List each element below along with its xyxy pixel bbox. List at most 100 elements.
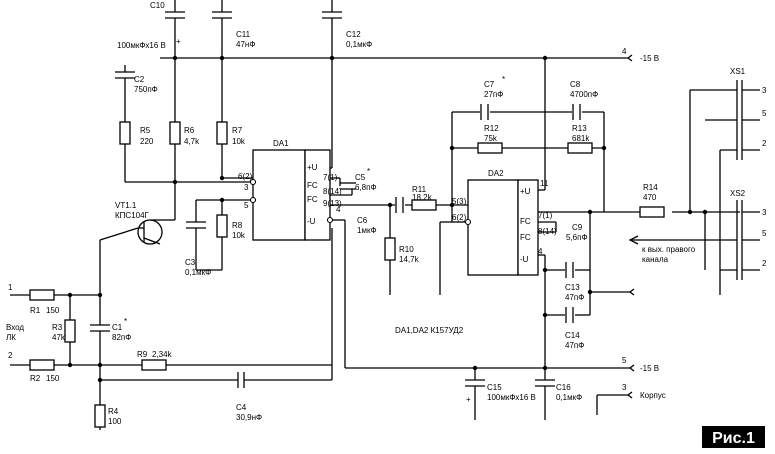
c1-mark: *	[124, 317, 127, 326]
c15-polarity: +	[466, 395, 471, 404]
da2-plus-u: +U	[520, 187, 531, 196]
top-rail-pin: 4	[622, 47, 627, 56]
r2-ref: R2	[30, 374, 41, 383]
r6-ref: R6	[184, 126, 195, 135]
xs1-pin3: 3	[762, 86, 767, 95]
c14-value: 47пФ	[565, 341, 584, 350]
c13-value: 47пФ	[565, 293, 584, 302]
r2-value: 150	[46, 374, 60, 383]
r14-ref: R14	[643, 183, 658, 192]
component-labels: C10 + 100мкФх16 В C11 47нФ C12 0,1мкФ C2…	[30, 1, 658, 426]
ic-types: DA1,DA2 К157УД2	[395, 326, 464, 335]
da1-fc1: FC	[307, 181, 318, 190]
input-pin1: 1	[8, 283, 13, 292]
r4-value: 100	[108, 417, 122, 426]
da2-fc2: FC	[520, 233, 531, 242]
c10-value: 100мкФх16 В	[117, 41, 166, 50]
misc-labels: Вход ЛК 1 2 DA1,DA2 К157УД2 к вых. право…	[6, 245, 696, 400]
da2-ref: DA2	[488, 169, 504, 178]
c16-ref: C16	[556, 383, 571, 392]
r10-value: 14,7k	[399, 255, 420, 264]
da1-p6: 6(2)	[238, 172, 253, 181]
c9-ref: C9	[572, 223, 583, 232]
r13-ref: R13	[572, 124, 587, 133]
rail-labels: 4 -15 В 5 -15 В	[622, 47, 659, 373]
xs1-pin5: 5	[762, 109, 767, 118]
r3-value: 47k	[52, 333, 66, 342]
c1-ref: C1	[112, 323, 123, 332]
r9-ref: R9	[137, 350, 148, 359]
r4-ref: R4	[108, 407, 119, 416]
figure-label: Рис.1	[712, 430, 755, 447]
xs2-pin2: 2	[762, 259, 767, 268]
c7-mark: *	[502, 75, 505, 84]
r7-ref: R7	[232, 126, 243, 135]
da1-p8: 8(14)	[323, 187, 342, 196]
da2-p7: 7(1)	[538, 211, 553, 220]
c16-value: 0,1мкФ	[556, 393, 582, 402]
r13-value: 681k	[572, 134, 590, 143]
c5-mark: *	[367, 167, 370, 176]
r5-ref: R5	[140, 126, 151, 135]
resistor-symbols	[29, 121, 665, 428]
r6-value: 4,7k	[184, 137, 200, 146]
c4-value: 30,9нФ	[236, 413, 262, 422]
bottom-rail-voltage: -15 В	[640, 364, 659, 373]
da1-p7: 7(1)	[323, 173, 338, 182]
input-label-line1: Вход	[6, 323, 24, 332]
c13-ref: C13	[565, 283, 580, 292]
da1-p5: 5	[244, 201, 249, 210]
da2-block	[464, 179, 539, 276]
da2-p4: 4	[538, 247, 543, 256]
ic-pin-labels: +U FC FC -U 7(1) 8(14) 9(13) 4 6(2) 3 5 …	[238, 163, 557, 264]
bottom-rail-pin: 5	[622, 356, 627, 365]
right-channel-line1: к вых. правого	[642, 245, 696, 254]
ground-pin: 3	[622, 383, 627, 392]
r11-value: 18,2k	[412, 193, 433, 202]
c10-ref: C10	[150, 1, 165, 10]
da2-p5: 5(3)	[452, 197, 467, 206]
da1-plus-u: +U	[307, 163, 318, 172]
r10-ref: R10	[399, 245, 414, 254]
c8-value: 4700пФ	[570, 90, 598, 99]
c9-value: 5,6пФ	[566, 233, 588, 242]
c11-value: 47нФ	[236, 40, 255, 49]
da2-fc1: FC	[520, 217, 531, 226]
r14-value: 470	[643, 193, 657, 202]
r3-ref: R3	[52, 323, 63, 332]
right-channel-line2: канала	[642, 255, 669, 264]
c12-value: 0,1мкФ	[346, 40, 372, 49]
capacitor-symbols	[90, 11, 582, 388]
c7-ref: C7	[484, 80, 495, 89]
c5-ref: C5	[355, 173, 366, 182]
c4-ref: C4	[236, 403, 247, 412]
c8-ref: C8	[570, 80, 581, 89]
da2-minus-u: -U	[520, 255, 529, 264]
r1-ref: R1	[30, 306, 41, 315]
xs2-pin5: 5	[762, 229, 767, 238]
c2-value: 750пФ	[134, 85, 158, 94]
terminal-arrows	[626, 54, 635, 399]
c10-polarity: +	[176, 37, 181, 46]
input-label-line2: ЛК	[6, 333, 16, 342]
da1-fc2: FC	[307, 195, 318, 204]
vt1-value: КПС104Г	[115, 211, 150, 220]
da2-p6: 6(2)	[452, 213, 467, 222]
c6-value: 1мкФ	[357, 226, 377, 235]
ground-label: Корпус	[640, 391, 666, 400]
c11-ref: C11	[236, 30, 251, 39]
vt1-transistor	[137, 219, 163, 245]
c15-ref: C15	[487, 383, 502, 392]
da2-p11: 11	[540, 179, 549, 188]
r7-value: 10k	[232, 137, 246, 146]
r12-ref: R12	[484, 124, 499, 133]
da1-ref: DA1	[273, 139, 289, 148]
r5-value: 220	[140, 137, 154, 146]
junction-dots	[67, 55, 708, 383]
c3-ref: C3	[185, 258, 196, 267]
da1-p4: 4	[336, 205, 341, 214]
xs1-pin2: 2	[762, 139, 767, 148]
r11-ref: R11	[412, 185, 427, 194]
connector-bars	[736, 80, 760, 280]
top-rail-voltage: -15 В	[640, 54, 659, 63]
